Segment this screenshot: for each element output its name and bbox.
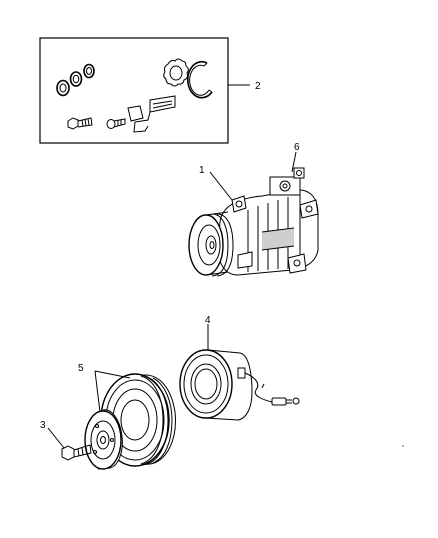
leader-line-6 bbox=[291, 151, 297, 173]
leader-line-1 bbox=[209, 171, 233, 201]
leader-line-5a bbox=[94, 370, 131, 379]
gasket-ring bbox=[163, 58, 189, 87]
callout-6: 6 bbox=[294, 142, 300, 153]
leader-line-3 bbox=[47, 427, 65, 449]
hub-bolt bbox=[61, 444, 92, 461]
callout-1: 1 bbox=[199, 165, 205, 176]
seal-kit-box bbox=[39, 37, 229, 144]
kit-screw bbox=[106, 118, 126, 129]
o-ring-washers bbox=[56, 63, 95, 97]
callout-3: 3 bbox=[40, 420, 46, 431]
callout-2: 2 bbox=[255, 81, 261, 92]
kit-bolt bbox=[67, 117, 93, 130]
callout-4: 4 bbox=[205, 315, 211, 326]
clutch-hub-plate bbox=[84, 409, 123, 470]
callout-5: 5 bbox=[78, 363, 84, 374]
switch-bracket bbox=[127, 95, 176, 133]
stray-dot bbox=[402, 445, 404, 447]
snap-ring bbox=[187, 60, 213, 99]
field-coil bbox=[179, 349, 300, 421]
ac-compressor bbox=[188, 167, 319, 277]
leader-line-5b bbox=[94, 370, 101, 413]
